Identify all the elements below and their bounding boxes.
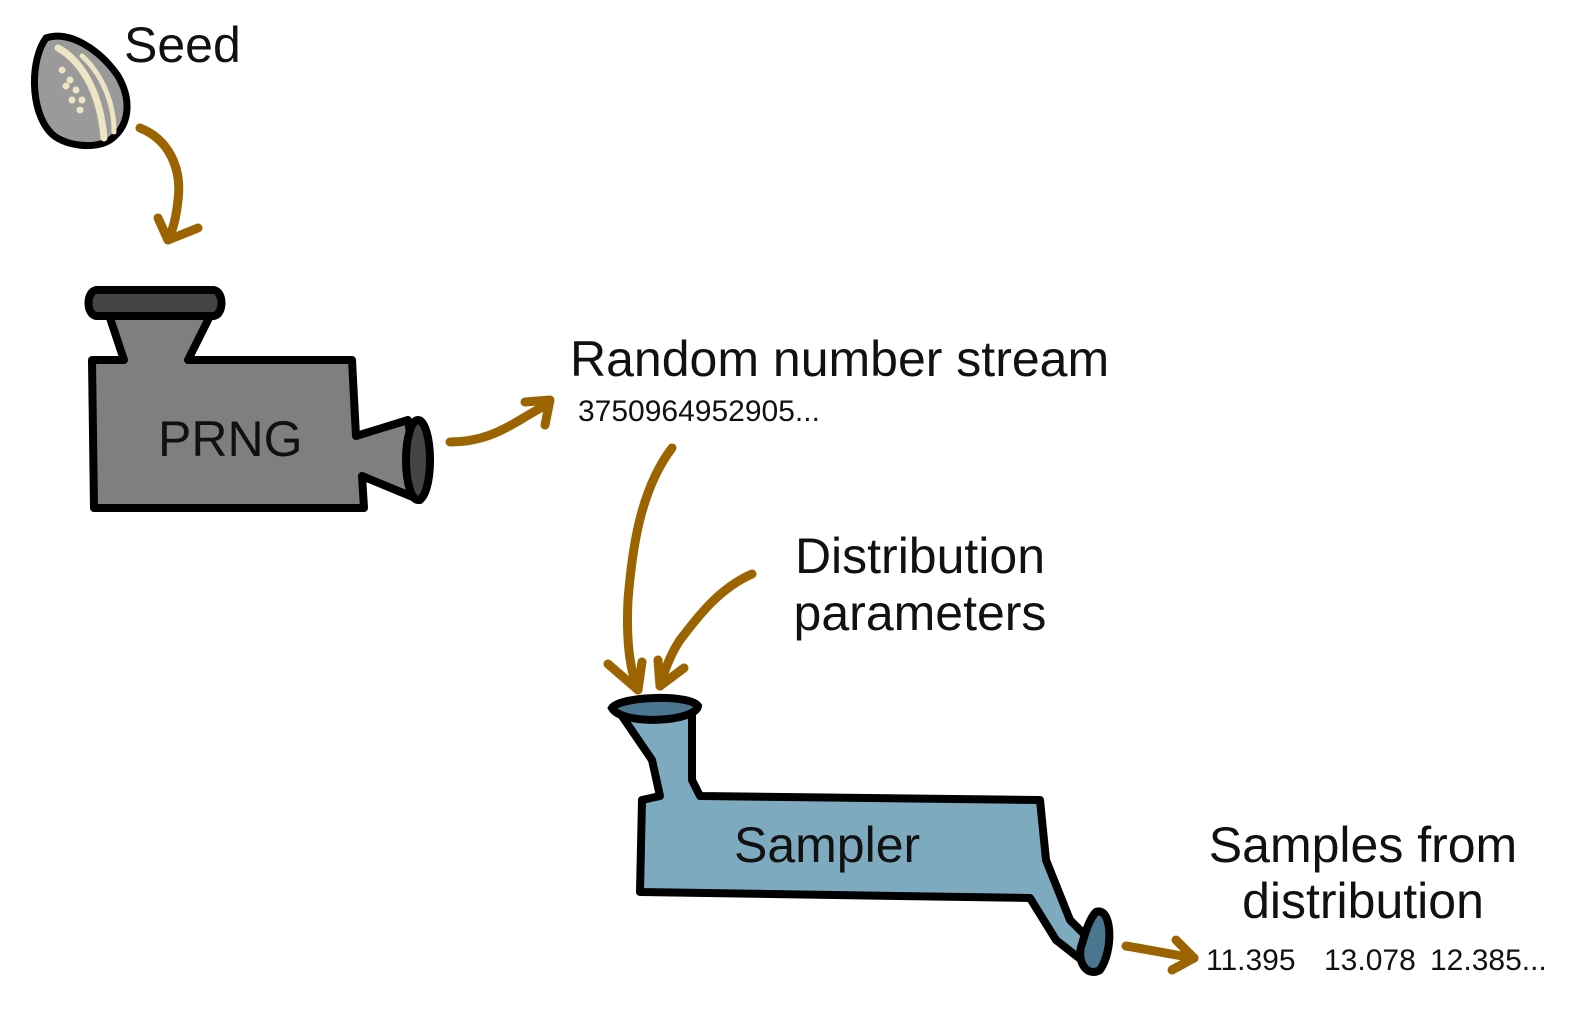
sample-value: 13.078	[1324, 944, 1416, 977]
arrow-seed-to-prng	[135, 123, 203, 245]
arrow-stream-to-sampler	[603, 443, 677, 695]
sample-value: 11.395	[1206, 944, 1296, 977]
arrow-sampler-to-samples	[1121, 935, 1199, 975]
prng-machine-icon	[84, 286, 434, 512]
sampler-label: Sampler	[734, 817, 921, 873]
distribution-params-line2: parameters	[793, 585, 1047, 641]
random-stream-values: 3750964952905...	[578, 395, 820, 428]
arrow-params-to-sampler	[653, 569, 757, 691]
random-stream-title: Random number stream	[570, 331, 1110, 387]
prng-label: PRNG	[158, 411, 303, 467]
samples-line1: Samples from	[1208, 817, 1518, 873]
arrow-prng-to-stream	[445, 395, 555, 447]
sample-value: 12.385...	[1430, 944, 1547, 977]
distribution-params-line1: Distribution	[794, 528, 1046, 584]
seed-label: Seed	[124, 17, 241, 73]
seed-icon	[30, 32, 131, 149]
samples-line2: distribution	[1242, 873, 1484, 929]
sampler-machine-icon	[607, 694, 1114, 976]
